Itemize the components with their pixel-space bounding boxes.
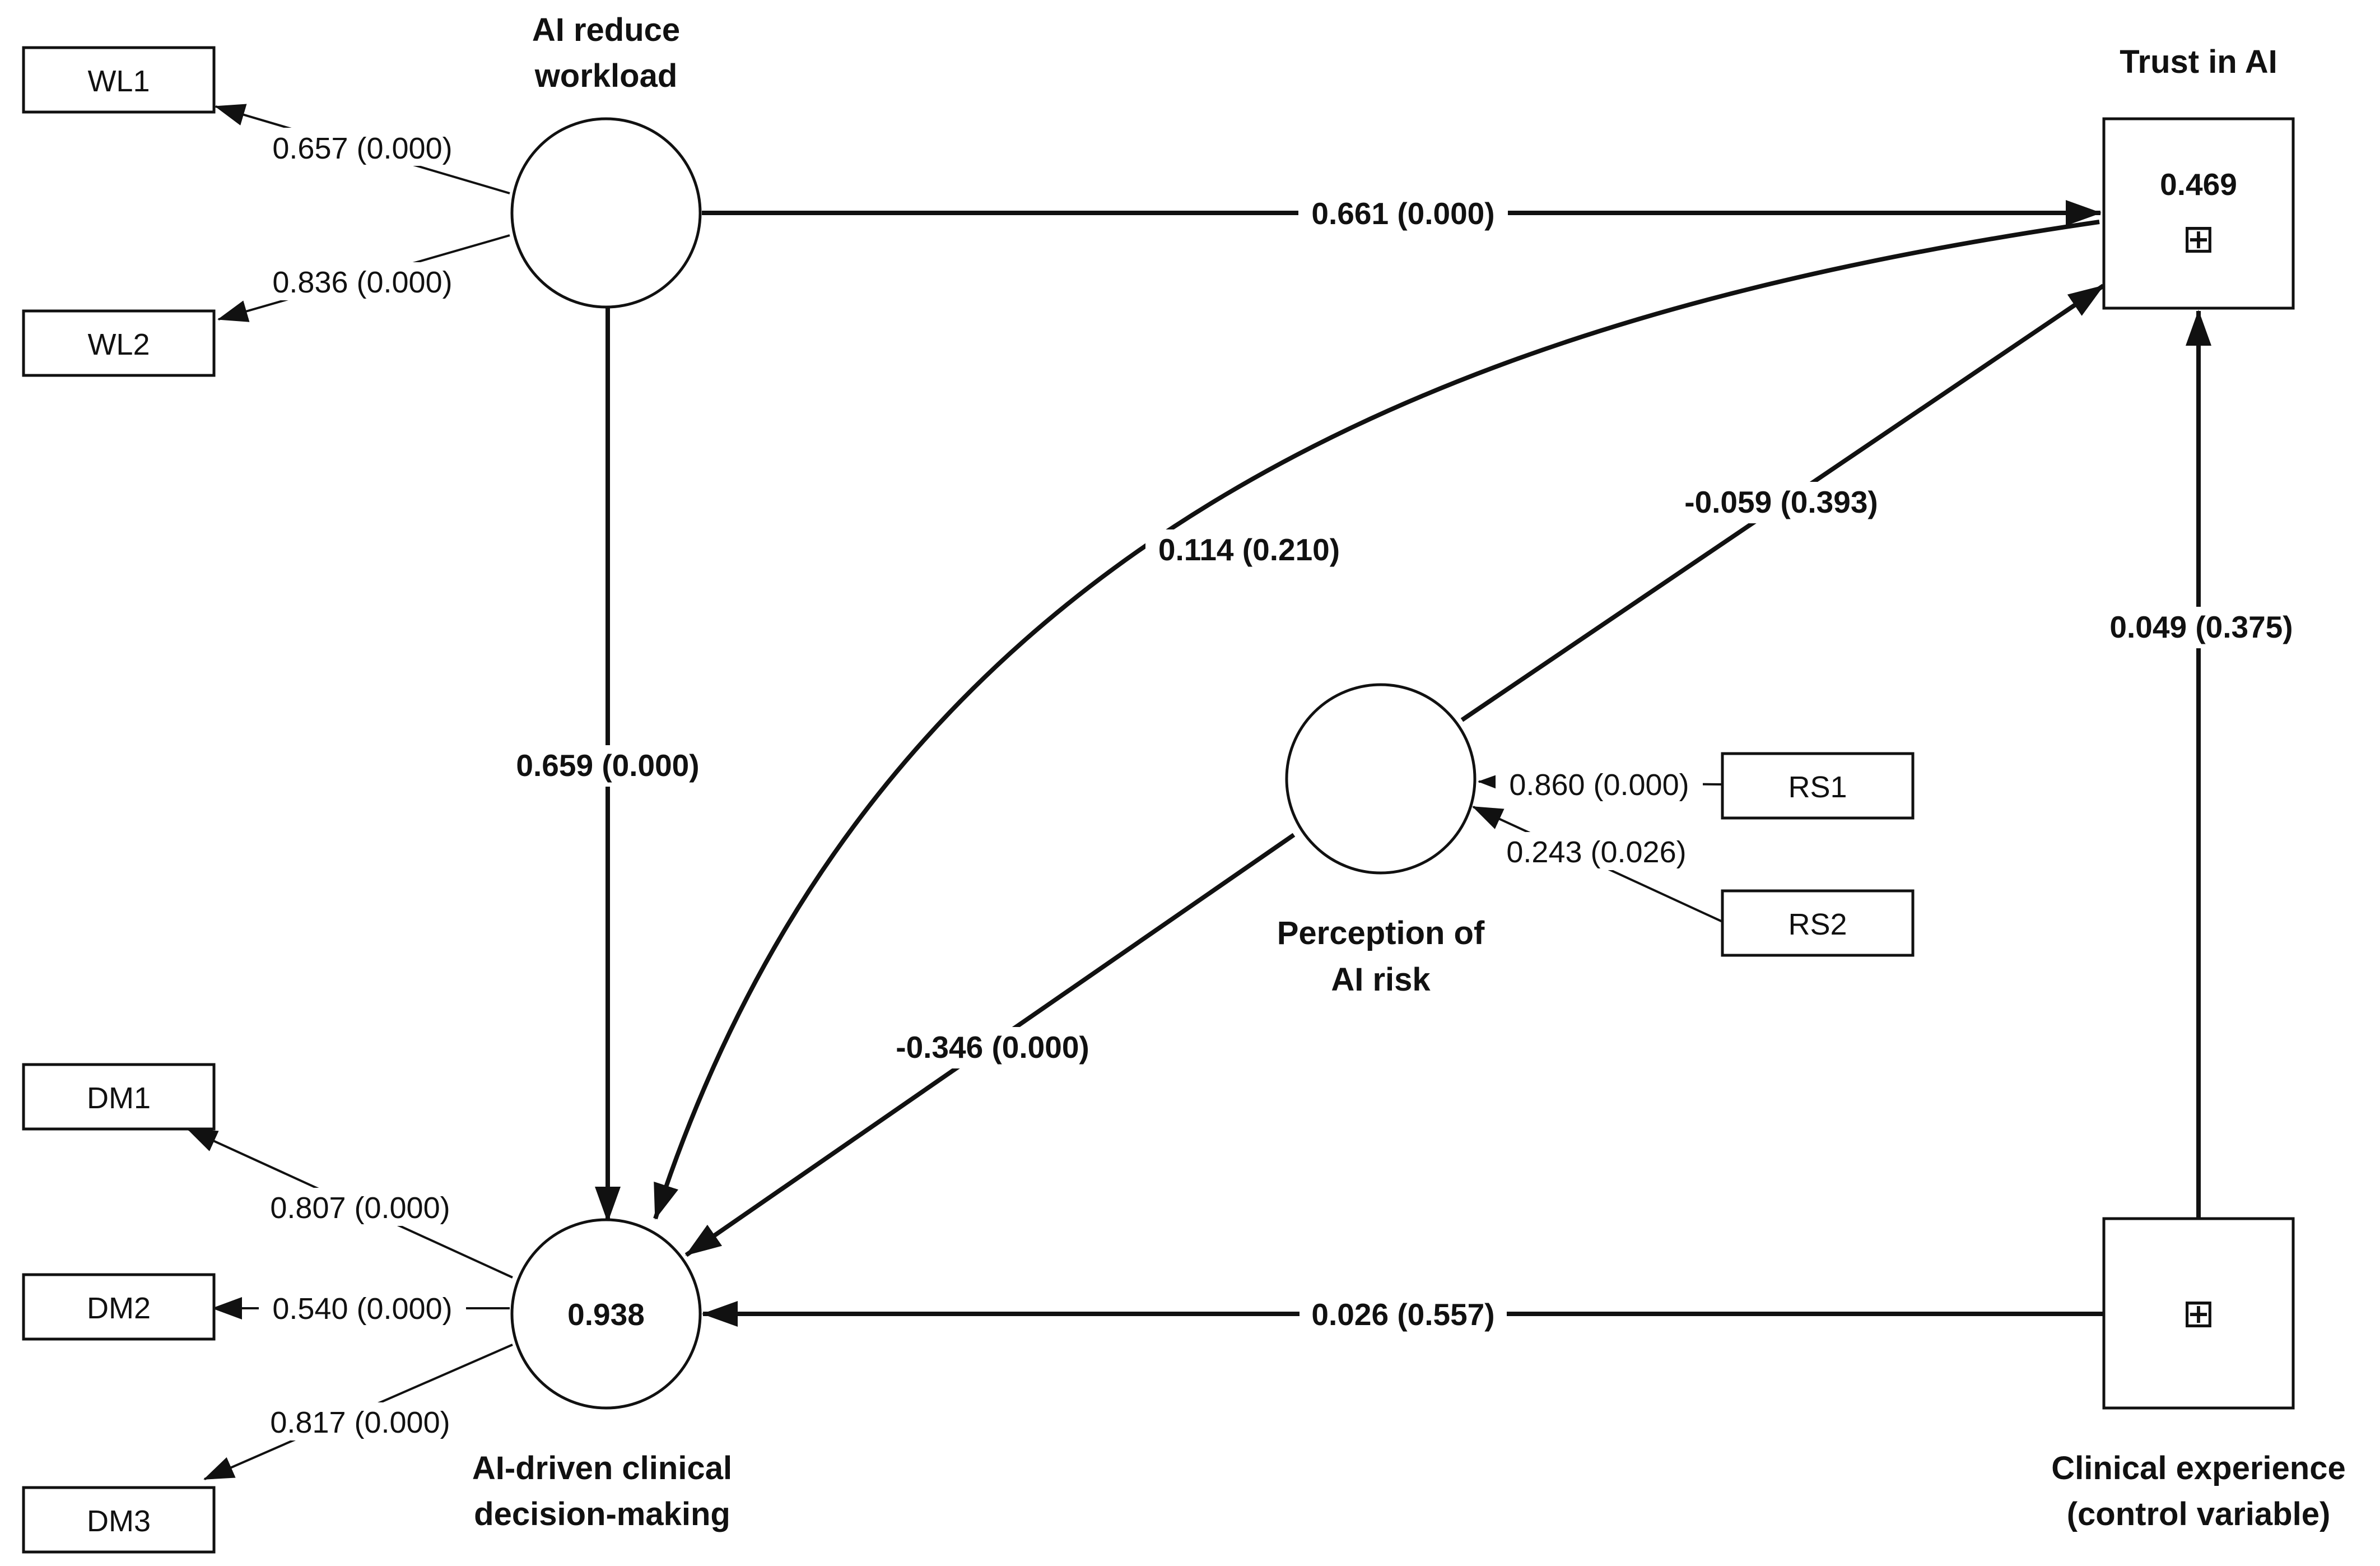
loading-dm1: 0.807 (0.000) bbox=[270, 1191, 450, 1225]
indicator-dm1[interactable]: DM1 bbox=[22, 1063, 216, 1131]
risk-name-line1: Perception of bbox=[1277, 915, 1485, 951]
indicator-wl2[interactable]: WL2 bbox=[22, 309, 216, 377]
experience-name-line1: Clinical experience bbox=[2051, 1450, 2345, 1486]
experience-expand-icon[interactable]: ⊞ bbox=[2182, 1291, 2215, 1335]
trust-r2: 0.469 bbox=[2160, 167, 2237, 202]
svg-text:WL2: WL2 bbox=[87, 328, 150, 361]
path-trust-decision bbox=[653, 220, 2100, 1220]
coef-experience-decision: 0.026 (0.557) bbox=[1311, 1297, 1494, 1332]
trust-name: Trust in AI bbox=[2120, 44, 2277, 80]
coef-workload-decision: 0.659 (0.000) bbox=[516, 748, 699, 783]
svg-text:WL1: WL1 bbox=[87, 64, 150, 98]
svg-text:DM2: DM2 bbox=[87, 1291, 151, 1325]
svg-text:RS1: RS1 bbox=[1788, 770, 1847, 804]
loading-rs1: 0.860 (0.000) bbox=[1509, 768, 1689, 802]
loading-wl2: 0.836 (0.000) bbox=[272, 266, 452, 299]
coef-risk-trust: -0.059 (0.393) bbox=[1684, 485, 1878, 519]
decision-name-line2: decision-making bbox=[474, 1496, 730, 1532]
indicator-wl1[interactable]: WL1 bbox=[22, 46, 216, 114]
construct-ai-reduce-workload[interactable] bbox=[510, 117, 702, 309]
indicator-rs1[interactable]: RS1 bbox=[1721, 752, 1915, 820]
construct-perception-of-ai-risk[interactable] bbox=[1285, 683, 1477, 875]
indicator-dm3[interactable]: DM3 bbox=[22, 1486, 216, 1554]
loading-dm3: 0.817 (0.000) bbox=[270, 1406, 450, 1439]
loading-dm2: 0.540 (0.000) bbox=[272, 1292, 452, 1326]
loading-wl1: 0.657 (0.000) bbox=[272, 132, 452, 165]
trust-expand-icon[interactable]: ⊞ bbox=[2182, 217, 2215, 261]
construct-clinical-experience[interactable] bbox=[2102, 1217, 2295, 1410]
decision-r2: 0.938 bbox=[567, 1297, 645, 1332]
indicator-dm2[interactable]: DM2 bbox=[22, 1273, 216, 1341]
coef-experience-trust: 0.049 (0.375) bbox=[2109, 610, 2293, 644]
svg-text:DM1: DM1 bbox=[87, 1081, 151, 1115]
indicator-rs2[interactable]: RS2 bbox=[1721, 889, 1915, 957]
experience-name-line2: (control variable) bbox=[2067, 1496, 2331, 1532]
workload-name-line2: workload bbox=[534, 58, 678, 94]
risk-name-line2: AI risk bbox=[1331, 961, 1431, 998]
loading-rs2: 0.243 (0.026) bbox=[1506, 835, 1686, 869]
decision-name-line1: AI-driven clinical bbox=[472, 1450, 732, 1486]
coef-workload-trust: 0.661 (0.000) bbox=[1311, 196, 1494, 231]
coef-trust-decision: 0.114 (0.210) bbox=[1158, 532, 1340, 567]
svg-text:RS2: RS2 bbox=[1788, 908, 1847, 941]
workload-name-line1: AI reduce bbox=[532, 12, 680, 48]
coef-risk-decision: -0.346 (0.000) bbox=[896, 1030, 1089, 1065]
construct-ai-driven-decision-making[interactable] bbox=[510, 1218, 702, 1410]
construct-trust-in-ai[interactable] bbox=[2102, 117, 2295, 310]
svg-text:DM3: DM3 bbox=[87, 1504, 151, 1538]
